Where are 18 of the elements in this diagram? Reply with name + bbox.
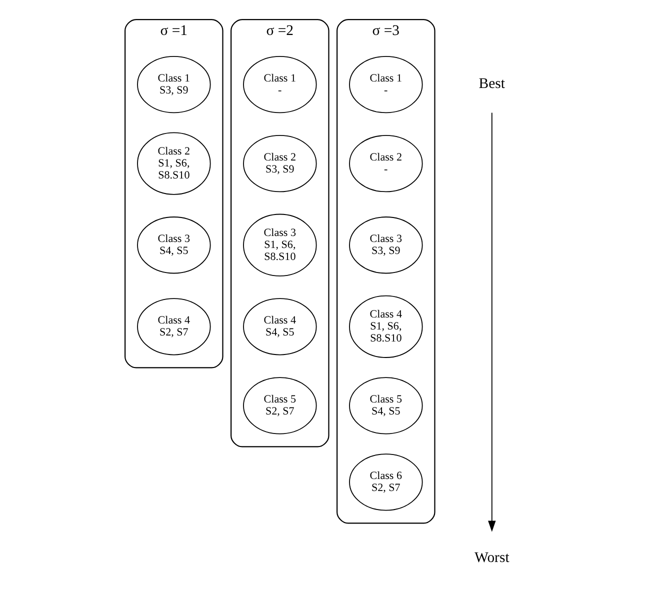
node-ellipse: Class 4 S4, S5 (242, 298, 316, 356)
node-ellipse: Class 2 S3, S9 (242, 135, 316, 192)
node-ellipse: Class 1 - (242, 56, 316, 114)
node-ellipse: Class 5 S4, S5 (348, 377, 422, 434)
node-ellipse: Class 3 S4, S5 (136, 216, 210, 274)
node-ellipse: Class 4 S1, S6, S8.S10 (348, 295, 422, 358)
node-ellipse: Class 1 - (348, 56, 422, 114)
node-text: Worst (474, 550, 509, 566)
node-ellipse: Class 4 S2, S7 (136, 298, 210, 356)
node-text: Best (478, 76, 505, 92)
node-ellipse: Class 2 S1, S6, S8.S10 (136, 132, 210, 195)
node-ellipse: Class 2 - (348, 135, 422, 192)
node-ellipse: Class 1 S3, S9 (136, 56, 210, 114)
arrow (488, 112, 496, 532)
node-ellipse: Class 3 S3, S9 (348, 216, 422, 274)
node-ellipse: Class 5 S2, S7 (242, 377, 316, 434)
node-ellipse: Class 3 S1, S6, S8.S10 (242, 214, 316, 276)
node-ellipse: Class 6 S2, S7 (348, 454, 422, 511)
